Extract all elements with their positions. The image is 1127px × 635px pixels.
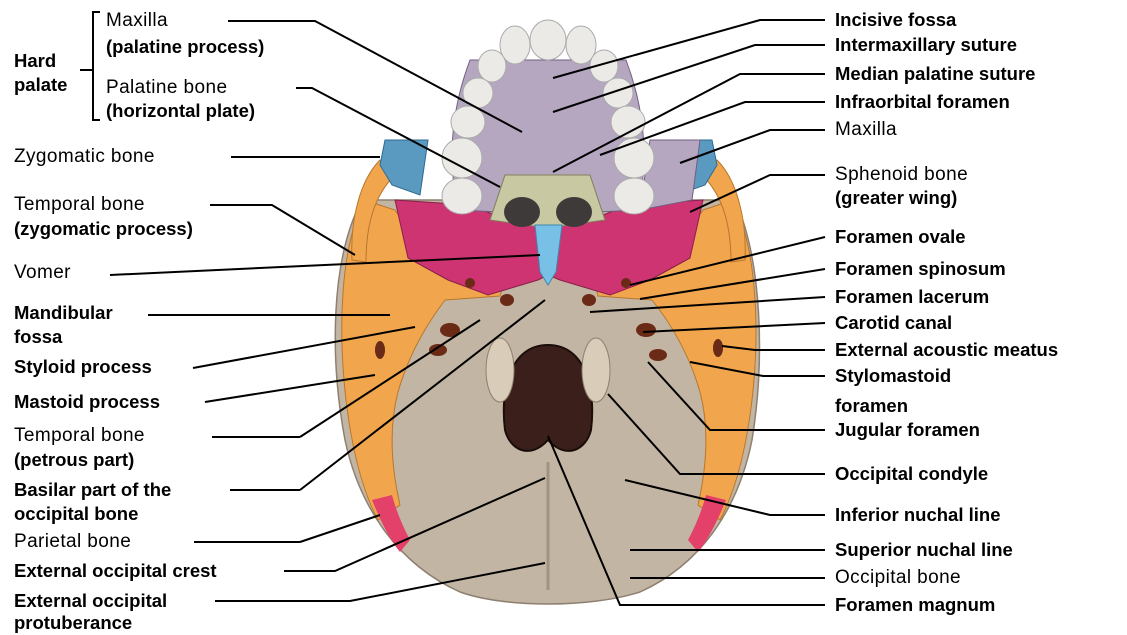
label-zygomatic-process: (zygomatic process) bbox=[14, 218, 193, 240]
label-mandibular-fossa-1: Mandibular bbox=[14, 302, 113, 324]
label-median-palatine-suture: Median palatine suture bbox=[835, 63, 1035, 85]
label-mandibular-fossa-2: fossa bbox=[14, 326, 62, 348]
label-superior-nuchal-line: Superior nuchal line bbox=[835, 539, 1013, 561]
label-temporal-bone-petrous: Temporal bone bbox=[14, 425, 145, 447]
label-intermaxillary-suture: Intermaxillary suture bbox=[835, 34, 1017, 56]
label-parietal-bone: Parietal bone bbox=[14, 531, 131, 553]
label-basilar-part-2: occipital bone bbox=[14, 503, 138, 525]
label-basilar-part-1: Basilar part of the bbox=[14, 479, 171, 501]
label-maxilla-palatine-process: (palatine process) bbox=[106, 36, 264, 58]
label-stylomastoid-2: foramen bbox=[835, 395, 908, 417]
label-external-occipital-protuberance-1: External occipital bbox=[14, 590, 167, 612]
hard-palate-label-line2: palate bbox=[14, 74, 67, 96]
label-palatine-bone: Palatine bone bbox=[106, 77, 227, 99]
label-external-occipital-crest: External occipital crest bbox=[14, 560, 217, 582]
label-incisive-fossa: Incisive fossa bbox=[835, 9, 956, 31]
label-greater-wing: (greater wing) bbox=[835, 187, 957, 209]
label-stylomastoid-1: Stylomastoid bbox=[835, 365, 951, 387]
label-occipital-bone: Occipital bone bbox=[835, 567, 961, 589]
label-temporal-bone-zygomatic: Temporal bone bbox=[14, 194, 145, 216]
label-mastoid-process: Mastoid process bbox=[14, 391, 160, 413]
label-foramen-spinosum: Foramen spinosum bbox=[835, 258, 1006, 280]
label-petrous-part: (petrous part) bbox=[14, 449, 134, 471]
label-styloid-process: Styloid process bbox=[14, 356, 152, 378]
hard-palate-label-line1: Hard bbox=[14, 50, 56, 72]
label-infraorbital-foramen: Infraorbital foramen bbox=[835, 91, 1010, 113]
label-foramen-lacerum: Foramen lacerum bbox=[835, 286, 989, 308]
label-carotid-canal: Carotid canal bbox=[835, 312, 952, 334]
label-sphenoid-bone: Sphenoid bone bbox=[835, 164, 968, 186]
label-foramen-ovale: Foramen ovale bbox=[835, 226, 966, 248]
label-occipital-condyle: Occipital condyle bbox=[835, 463, 988, 485]
label-maxilla-right: Maxilla bbox=[835, 119, 897, 141]
label-external-occipital-protuberance-2: protuberance bbox=[14, 612, 132, 634]
label-zygomatic-bone: Zygomatic bone bbox=[14, 146, 155, 168]
label-jugular-foramen: Jugular foramen bbox=[835, 419, 980, 441]
label-palatine-horizontal-plate: (horizontal plate) bbox=[106, 100, 255, 122]
label-foramen-magnum: Foramen magnum bbox=[835, 594, 995, 616]
label-external-acoustic-meatus: External acoustic meatus bbox=[835, 339, 1058, 361]
label-vomer: Vomer bbox=[14, 262, 71, 284]
label-maxilla-left: Maxilla bbox=[106, 10, 168, 32]
label-inferior-nuchal-line: Inferior nuchal line bbox=[835, 504, 1001, 526]
